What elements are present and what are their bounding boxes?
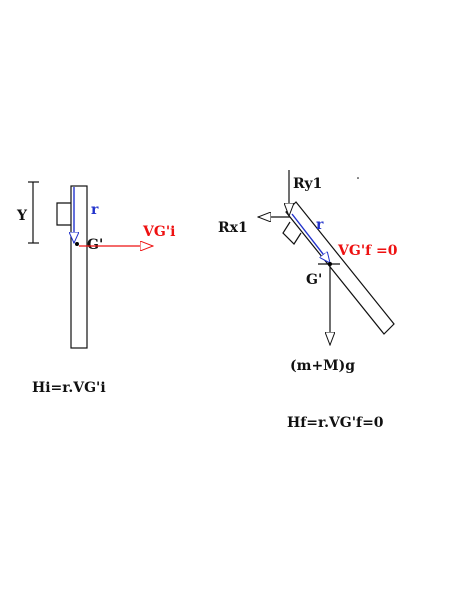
label-r-final: r xyxy=(316,217,324,233)
label-y: Y xyxy=(16,208,28,224)
vertical-bar xyxy=(70,185,88,349)
stray-dot xyxy=(357,177,359,179)
center-of-mass-initial xyxy=(75,242,79,246)
label-rx1: Rx1 xyxy=(218,220,248,236)
clamp-block xyxy=(56,202,71,226)
clamp-block-tilted xyxy=(282,221,302,245)
y-dimension-bracket xyxy=(28,181,39,244)
label-vg-initial: VG'i xyxy=(142,224,175,240)
initial-position-figure: Y r G' VG'i xyxy=(16,181,175,349)
tilted-bar xyxy=(285,201,395,335)
center-of-mass-final xyxy=(328,262,332,266)
formula-h-initial: Hi=r.VG'i xyxy=(32,380,106,396)
label-g-final: G' xyxy=(306,272,322,288)
label-weight: (m+M)g xyxy=(290,358,355,374)
label-g-initial: G' xyxy=(87,237,103,253)
label-r-initial: r xyxy=(91,202,99,218)
label-ry1: Ry1 xyxy=(293,176,322,192)
final-position-figure: Ry1 Rx1 r VG'f =0 G' (m+M)g xyxy=(218,170,398,374)
label-vg-final: VG'f =0 xyxy=(337,243,398,259)
radius-arrow-final xyxy=(291,213,330,263)
formula-h-final: Hf=r.VG'f=0 xyxy=(287,415,384,431)
